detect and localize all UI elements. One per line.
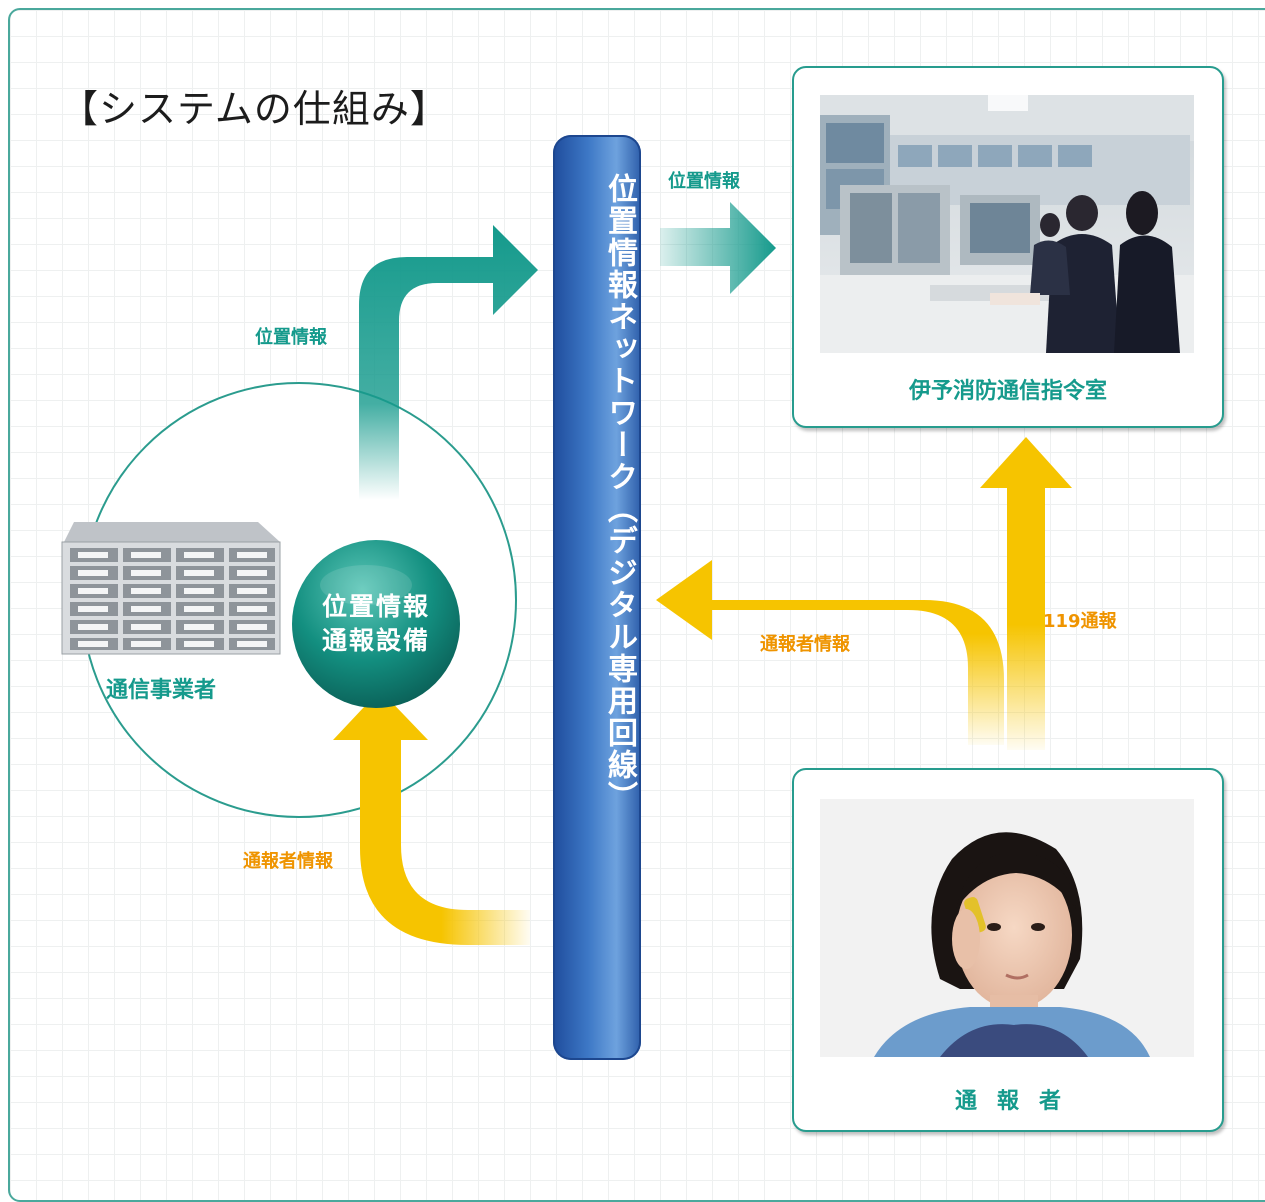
- control-room-photo: [820, 95, 1194, 353]
- yellow-arrow-mid: [656, 560, 1004, 745]
- flow-label-119-call: 119通報: [1043, 611, 1117, 632]
- flow-label-caller-info-mid: 通報者情報: [760, 634, 850, 655]
- teal-arrow-up: [359, 225, 538, 500]
- yellow-arrow-left: [333, 690, 530, 945]
- carrier-label: 通信事業者: [106, 678, 217, 703]
- center-node-label: 位置情報 通報設備: [293, 550, 459, 698]
- network-label: 位置情報ネットワーク（デジタル専用回線）: [602, 173, 637, 813]
- page-title: 【システムの仕組み】: [60, 87, 449, 131]
- teal-arrow-right: [660, 202, 776, 294]
- yellow-arrow-up: [980, 437, 1072, 750]
- center-node-line2: 通報設備: [321, 626, 430, 655]
- caller-box: 通報者: [792, 768, 1224, 1132]
- flow-label-caller-info-left: 通報者情報: [243, 851, 333, 872]
- center-node-line1: 位置情報: [321, 592, 430, 622]
- control-room-box: 伊予消防通信指令室: [792, 66, 1224, 428]
- server-rack-icon: [61, 522, 281, 655]
- control-room-caption: 伊予消防通信指令室: [908, 379, 1107, 404]
- flow-label-position-right: 位置情報: [668, 171, 740, 192]
- position-equipment-sphere: [292, 540, 460, 708]
- caller-photo: [820, 799, 1194, 1057]
- caller-caption: 通報者: [954, 1089, 1081, 1114]
- network-bar: 位置情報ネットワーク（デジタル専用回線）: [553, 135, 641, 1060]
- flow-label-position-up: 位置情報: [255, 327, 327, 348]
